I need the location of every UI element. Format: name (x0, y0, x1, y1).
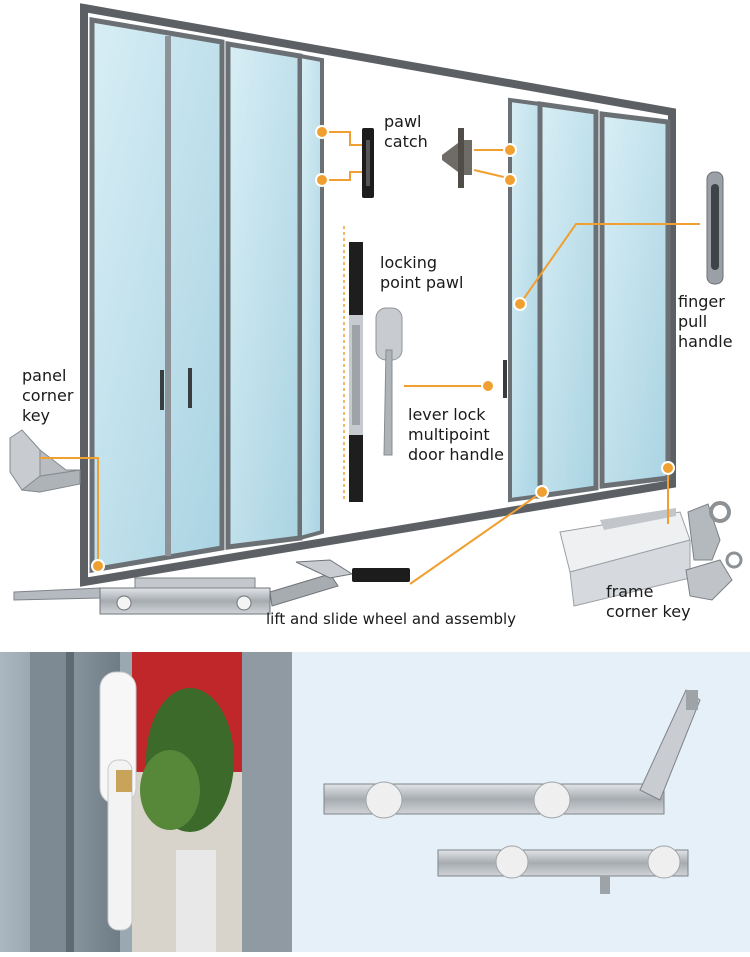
locking-point-pawl-hardware (343, 226, 363, 502)
label-lift-and-slide: lift and slide wheel and assembly (266, 610, 517, 628)
label-pawl-catch: pawl catch (384, 112, 428, 151)
label-panel-corner-key: panel corner key (22, 366, 74, 425)
handle-closeup-photo (0, 652, 292, 952)
panel-corner-key-hardware (9, 429, 81, 493)
callout-dots (91, 125, 675, 573)
label-frame-corner-key: frame corner key (606, 582, 691, 621)
right-glass-panel-2 (537, 101, 599, 499)
label-lever-lock: lever lock multipoint door handle (408, 405, 504, 464)
label-locking-point-pawl: locking point pawl (380, 253, 464, 292)
pawl-catch-hardware (362, 128, 472, 198)
callout-lines (40, 131, 700, 585)
lift-slide-assembly-hardware (13, 559, 410, 615)
lever-lock-handle-hardware (375, 307, 403, 456)
right-glass-panel-3 (599, 111, 671, 489)
sliding-door-frame (80, 3, 676, 587)
frame-corner-key-hardware (559, 501, 743, 607)
label-finger-pull-handle: finger pull handle (678, 292, 733, 351)
left-glass-panel-1 (89, 17, 225, 573)
finger-pull-handle-hardware (706, 171, 724, 285)
left-glass-panel-2 (225, 41, 303, 550)
roller-assembly-photo (292, 652, 750, 952)
